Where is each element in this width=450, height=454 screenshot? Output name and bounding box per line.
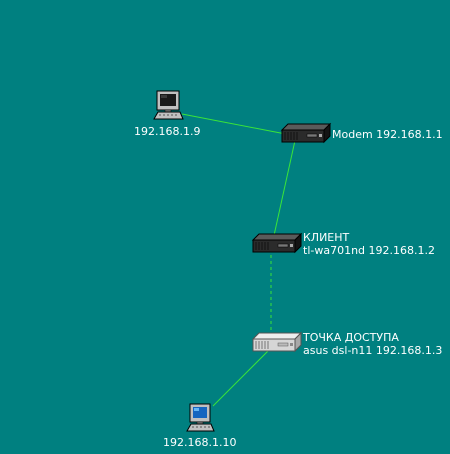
node-label-ap-0: ТОЧКА ДОСТУПА — [302, 331, 399, 344]
node-pc2[interactable]: 192.168.1.10 — [163, 403, 236, 449]
node-label-ap-1: asus dsl-n11 192.168.1.3 — [303, 344, 442, 357]
link-modem-client — [270, 135, 297, 250]
node-label-client-1: tl-wa701nd 192.168.1.2 — [303, 244, 435, 257]
links-layer — [181, 113, 297, 407]
router-light-icon — [251, 331, 303, 353]
computer-icon — [153, 90, 184, 120]
link-pc1-modem — [181, 113, 297, 137]
node-label-pc1-0: 192.168.1.9 — [134, 125, 200, 138]
node-label-modem-0: Modem 192.168.1.1 — [332, 128, 443, 141]
node-modem[interactable]: Modem 192.168.1.1 — [280, 122, 443, 144]
link-ap-pc2 — [212, 347, 272, 407]
node-label-pc2-0: 192.168.1.10 — [163, 436, 236, 449]
router-icon — [251, 232, 303, 254]
node-pc1[interactable]: 192.168.1.9 — [134, 90, 200, 138]
node-label-client-0: КЛИЕНТ — [303, 231, 350, 244]
router-icon — [280, 122, 332, 144]
computer-icon — [186, 403, 215, 432]
nodes-layer: 192.168.1.9 Modem 192.168.1.1КЛИЕНТtl-wa7… — [134, 90, 443, 449]
